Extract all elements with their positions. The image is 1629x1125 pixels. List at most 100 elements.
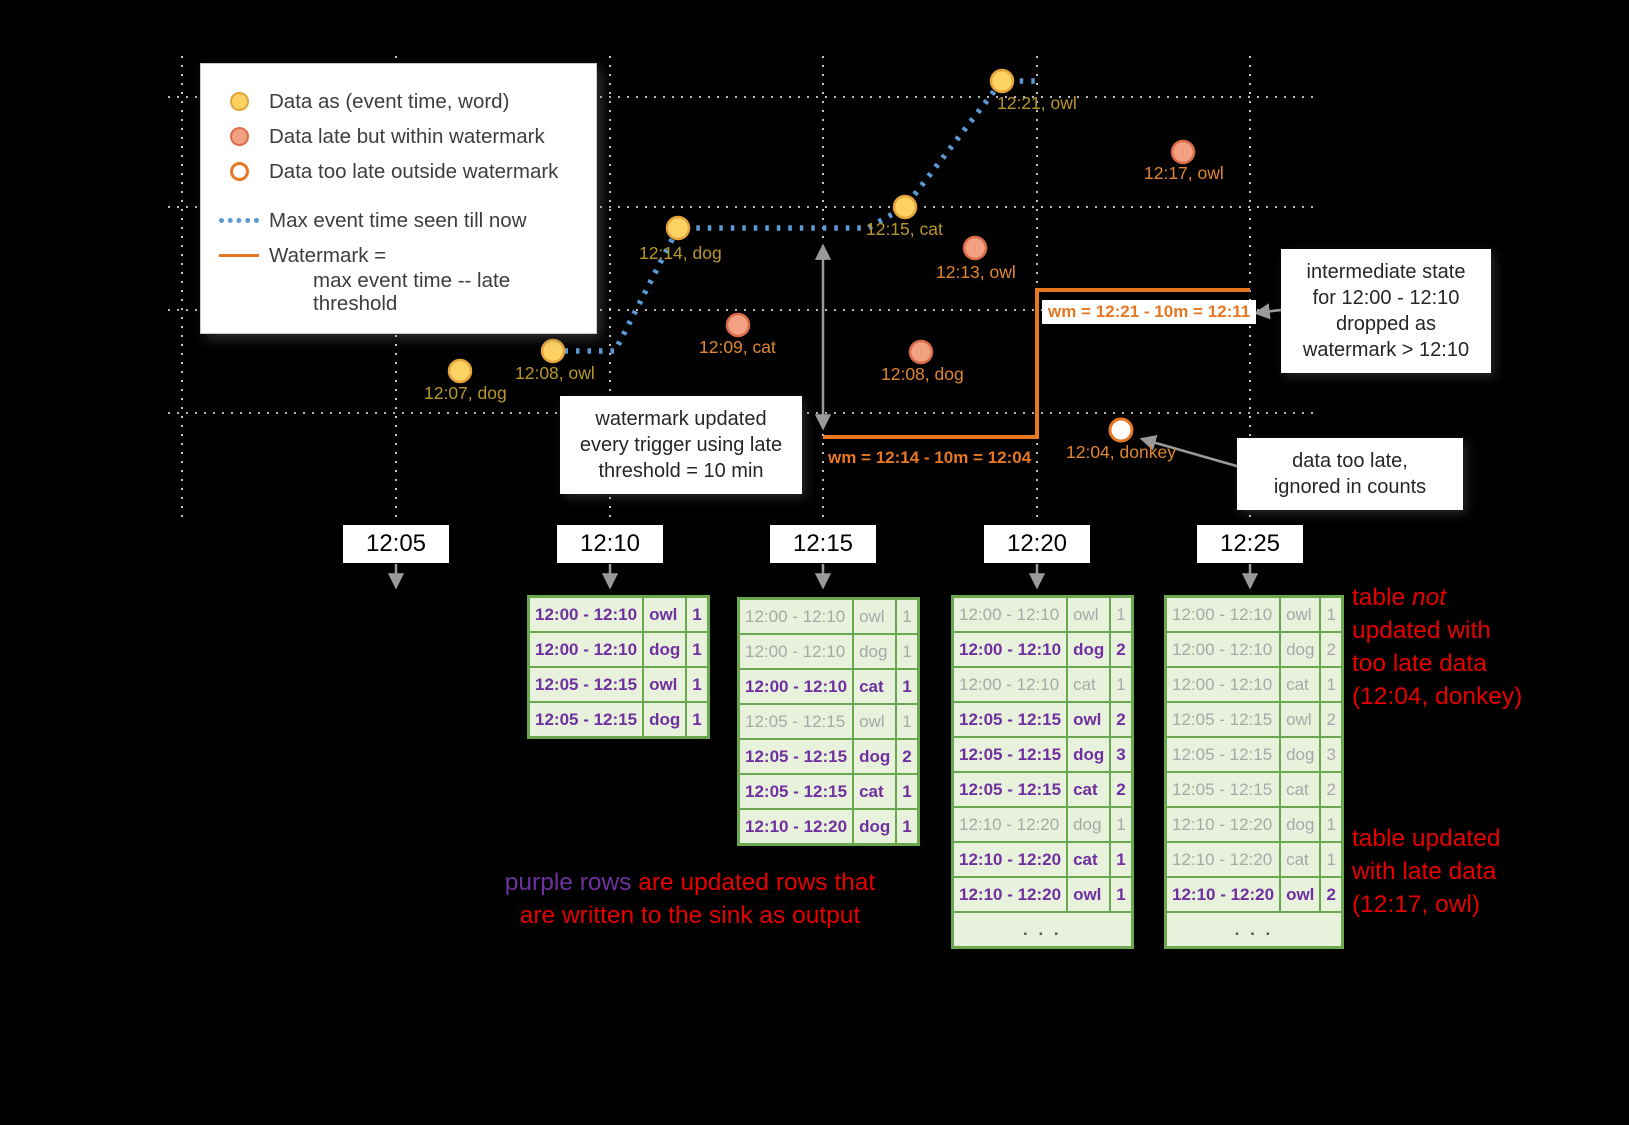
- legend-item-max-event-time: Max event time seen till now: [217, 209, 580, 232]
- footnote-line: with late data: [1352, 858, 1497, 885]
- count-cell: 2: [1319, 631, 1344, 668]
- window-cell: 12:00 - 12:10: [737, 597, 855, 635]
- legend-label: max event time -- late threshold: [313, 269, 511, 315]
- count-cell: 3: [1109, 736, 1134, 773]
- window-cell: 12:05 - 12:15: [951, 771, 1069, 808]
- count-cell: 2: [1109, 631, 1134, 668]
- legend-item-watermark: Watermark =: [217, 244, 580, 267]
- word-cell: dog: [852, 738, 898, 775]
- word-cell: dog: [642, 631, 688, 668]
- footnote-line: (12:17, owl): [1352, 891, 1481, 918]
- data-point-label: 12:09, cat: [699, 337, 776, 357]
- window-cell: 12:00 - 12:10: [1164, 595, 1282, 633]
- watermark-value-label-2: wm = 12:21 - 10m = 12:11: [1042, 300, 1257, 324]
- note-line: for 12:00 - 12:10: [1312, 287, 1460, 309]
- intermediate-state-note: intermediate state for 12:00 - 12:10 dro…: [1281, 249, 1491, 373]
- table-row-ellipsis: . . .: [1164, 911, 1344, 949]
- count-cell: 1: [895, 703, 920, 740]
- note-line: every trigger using late: [579, 434, 783, 456]
- note-line: ignored in counts: [1273, 476, 1427, 498]
- legend-item-watermark-line2: max event time -- late threshold: [313, 269, 580, 315]
- count-cell: 1: [895, 668, 920, 705]
- count-cell: 2: [1319, 876, 1344, 913]
- too-late-note: data too late, ignored in counts: [1237, 438, 1463, 510]
- watermark-value-label-1: wm = 12:14 - 10m = 12:04: [828, 448, 1032, 467]
- count-cell: 1: [1109, 841, 1134, 878]
- note-line: watermark updated: [595, 408, 767, 430]
- window-cell: 12:05 - 12:15: [737, 703, 855, 740]
- data-point-label: 12:17, owl: [1144, 163, 1224, 183]
- word-cell: cat: [852, 773, 898, 810]
- axis-label-12-10: 12:10: [557, 525, 663, 563]
- window-cell: 12:00 - 12:10: [951, 666, 1069, 703]
- footnote-line: table not: [1352, 584, 1446, 611]
- watermark-note: watermark updated every trigger using la…: [560, 396, 802, 494]
- data-point-on-time: [540, 338, 566, 364]
- data-point-label: 12:14, dog: [639, 243, 722, 263]
- count-cell: 1: [685, 666, 710, 703]
- legend-item-on-time: Data as (event time, word): [217, 90, 580, 113]
- too-late-point-icon: [229, 162, 249, 181]
- word-cell: owl: [1279, 595, 1322, 633]
- data-point-label: 12:08, dog: [881, 364, 964, 384]
- window-cell: 12:10 - 12:20: [737, 808, 855, 846]
- footnote-line: table updated: [1352, 825, 1501, 852]
- max-event-time-line: [553, 78, 1040, 354]
- footnote-line: (12:04, donkey): [1352, 683, 1523, 710]
- note-line: dropped as: [1335, 313, 1437, 335]
- word-cell: cat: [1279, 841, 1322, 878]
- count-cell: 2: [1319, 771, 1344, 808]
- updated-footnote: table updated with late data (12:17, owl…: [1352, 822, 1562, 921]
- window-cell: 12:10 - 12:20: [951, 876, 1069, 913]
- data-point-label: 12:07, dog: [424, 383, 507, 403]
- word-cell: dog: [1279, 806, 1322, 843]
- window-cell: 12:00 - 12:10: [951, 631, 1069, 668]
- data-point-too-late: [1108, 417, 1134, 443]
- word-cell: owl: [852, 597, 898, 635]
- count-cell: 1: [895, 773, 920, 810]
- legend-label: Data as (event time, word): [269, 90, 510, 113]
- window-cell: 12:10 - 12:20: [1164, 806, 1282, 843]
- data-point-late: [1170, 139, 1196, 165]
- word-cell: owl: [1066, 595, 1112, 633]
- window-cell: 12:05 - 12:15: [1164, 771, 1282, 808]
- word-cell: owl: [642, 666, 688, 703]
- word-cell: dog: [852, 633, 898, 670]
- window-cell: 12:10 - 12:20: [1164, 876, 1282, 913]
- window-cell: 12:05 - 12:15: [527, 701, 645, 739]
- data-point-label: 12:13, owl: [936, 262, 1016, 282]
- word-cell: cat: [1279, 771, 1322, 808]
- count-cell: 2: [895, 738, 920, 775]
- axis-label-12-25: 12:25: [1197, 525, 1303, 563]
- purple-rows-footnote: purple rows are updated rows that are wr…: [430, 866, 950, 932]
- count-cell: 2: [1109, 771, 1134, 808]
- not-updated-footnote: table not updated with too late data (12…: [1352, 581, 1562, 713]
- window-cell: 12:10 - 12:20: [951, 806, 1069, 843]
- ellipsis-cell: . . .: [1164, 911, 1344, 949]
- data-point-on-time: [447, 358, 473, 384]
- count-cell: 1: [1319, 841, 1344, 878]
- word-cell: cat: [1279, 666, 1322, 703]
- word-cell: cat: [1066, 841, 1112, 878]
- word-cell: cat: [852, 668, 898, 705]
- window-cell: 12:00 - 12:10: [527, 595, 645, 633]
